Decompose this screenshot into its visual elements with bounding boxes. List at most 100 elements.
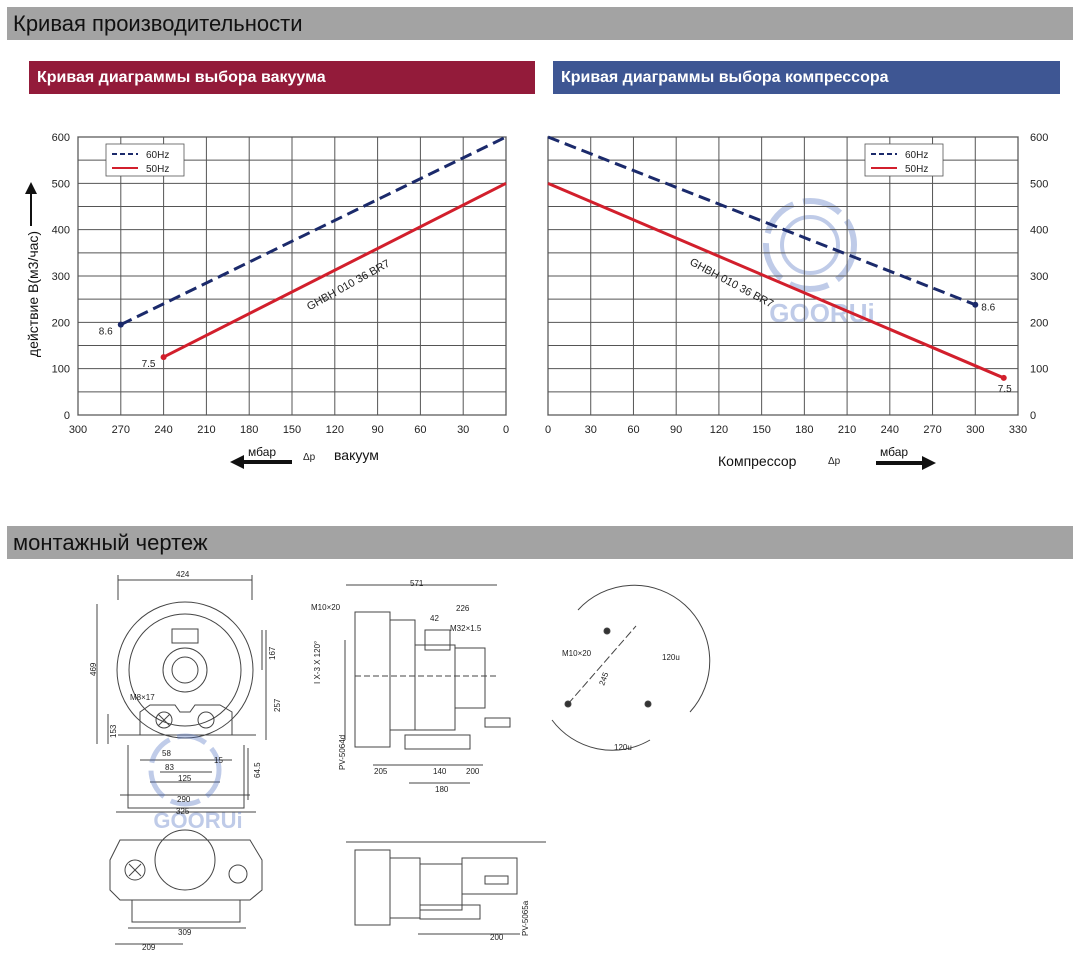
dim-120-a: 120u [662,653,680,662]
dim-15: 15 [214,756,223,765]
vacuum-x-tick-label: 180 [240,424,258,436]
vacuum-series-end-label-60hz: 8.6 [99,327,113,338]
compressor-y-tick-label: 0 [1030,410,1036,422]
vacuum-x-tick-label: 90 [371,424,383,436]
dim-200-a: 200 [466,767,480,776]
dim-153: 153 [109,724,118,738]
dim-167: 167 [268,646,277,660]
section-title-drawing: монтажный чертеж [7,526,1073,559]
compressor-x-tick-label: 150 [752,424,770,436]
vacuum-y-tick-label: 500 [52,178,70,190]
section-title-performance: Кривая производительности [7,7,1073,40]
compressor-watermark-text: GOORUi [769,298,874,328]
dim-angle: I X-3 X 120° [313,641,322,684]
dim-pv1: PV-5064d [338,735,347,770]
compressor-x-tick-label: 90 [670,424,682,436]
compressor-y-tick-label: 400 [1030,225,1048,237]
dimension-labels: 424 469 167 257 153 64.5 M8×17 58 83 125… [89,570,680,952]
compressor-x-arrow [876,456,936,470]
vacuum-chart-grid [77,136,507,416]
dim-m32: M32×1.5 [450,624,482,633]
vacuum-y-axis-label: действие В(м3/час) [25,231,41,357]
compressor-x-tick-label: 0 [545,424,551,436]
vacuum-x-tick-label: 60 [414,424,426,436]
dim-209: 209 [142,943,156,952]
side-bottom-view [346,841,546,935]
dim-469: 469 [89,662,98,676]
legend-label-60hz: 60Hz [146,150,169,161]
dim-309: 309 [178,928,192,937]
vacuum-y-tick-label: 400 [52,225,70,237]
vacuum-x-tick-label: 270 [112,424,130,436]
compressor-series-end-label-60hz: 8.6 [981,303,995,314]
compressor-chart-title: Кривая диаграммы выбора компрессора [553,61,1060,94]
vacuum-x-tick-label: 150 [283,424,301,436]
vacuum-x-unit: мбар [248,445,276,459]
dim-m10-b: M10×20 [562,649,592,658]
compressor-series-point-60hz [972,301,979,308]
dim-58: 58 [162,749,171,758]
dim-83: 83 [165,763,174,772]
dim-120-b: 120u [614,743,632,752]
dim-125: 125 [178,774,192,783]
compressor-series-line-60hz [547,135,976,307]
compressor-x-tick-label: 330 [1009,424,1027,436]
legend-label-60hz: 60Hz [905,150,928,161]
dim-205: 205 [374,767,388,776]
vacuum-x-axis-label: вакуум [334,447,379,463]
compressor-legend: 60Hz 50Hz [864,143,944,177]
front-view [96,575,267,813]
flange-view [551,584,711,751]
compressor-x-tick-label: 270 [923,424,941,436]
dim-226: 226 [456,604,470,613]
dim-64-5: 64.5 [253,762,262,778]
vacuum-x-symbol: Δp [303,452,316,463]
compressor-x-tick-label: 60 [627,424,639,436]
dim-245: 245 [597,671,610,687]
compressor-x-unit: мбар [880,445,908,459]
vacuum-x-tick-label: 120 [326,424,344,436]
vacuum-model-label: GHBH 010 36 BR7 [305,258,392,314]
vacuum-x-tick-label: 0 [503,424,509,436]
dim-180: 180 [435,785,449,794]
dim-pv2: PV-5065a [521,900,530,936]
compressor-x-axis-label: Компрессор [718,453,797,469]
drawing-watermark-text: GOORUi [153,808,242,833]
vacuum-x-tick-label: 30 [457,424,469,436]
vacuum-chart-title: Кривая диаграммы выбора вакуума [29,61,535,94]
compressor-x-tick-label: 30 [585,424,597,436]
side-view [344,584,511,784]
compressor-series: 8.6 7.5 [547,135,1012,395]
compressor-y-tick-label: 600 [1030,132,1048,144]
vacuum-y-tick-label: 200 [52,317,70,329]
dim-m10-a: M10×20 [311,603,341,612]
vacuum-x-arrow [230,455,292,469]
vacuum-series-point-50hz [160,354,167,361]
dim-42: 42 [430,614,439,623]
vacuum-x-tick-label: 300 [69,424,87,436]
compressor-watermark: GOORUi [763,198,875,328]
dim-200-b: 200 [490,933,504,942]
dim-290: 290 [177,795,191,804]
vacuum-x-tick-label: 210 [197,424,215,436]
legend-label-50hz: 50Hz [905,164,928,175]
compressor-series-end-label-50hz: 7.5 [998,384,1012,395]
dim-140: 140 [433,767,447,776]
vacuum-series-line-50hz [162,181,507,359]
compressor-x-tick-label: 210 [838,424,856,436]
drawing-watermark: GOORUi [148,733,243,833]
vacuum-x-tick-label: 240 [154,424,172,436]
compressor-y-tick-label: 500 [1030,178,1048,190]
compressor-series-line-50hz [547,181,1005,380]
dim-424: 424 [176,570,190,579]
y-arrow [25,182,37,226]
vacuum-y-tick-label: 0 [64,410,70,422]
dim-m8: M8×17 [130,693,155,702]
compressor-x-tick-label: 120 [710,424,728,436]
vacuum-y-tick-label: 600 [52,132,70,144]
vacuum-legend: 60Hz 50Hz [105,143,185,177]
